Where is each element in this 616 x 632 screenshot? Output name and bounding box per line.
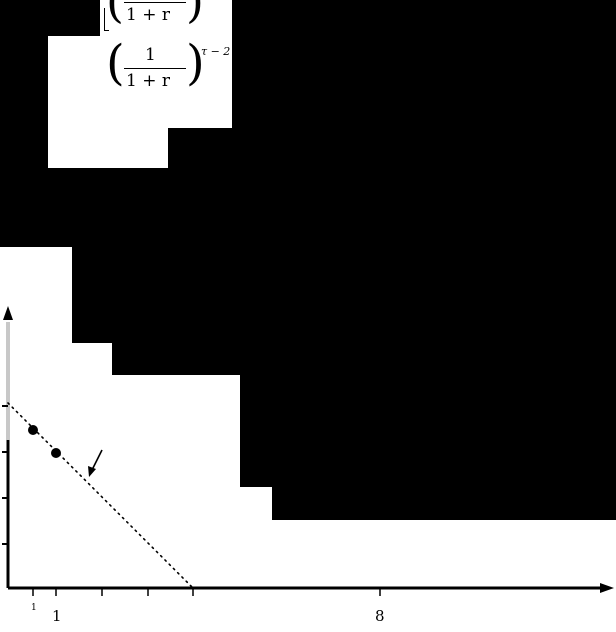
y-axis-arrow	[3, 306, 13, 320]
formula-bottom-denominator: 1 + r	[126, 71, 170, 91]
formula-panel-lower	[48, 36, 168, 168]
x-tick-label: 1	[31, 603, 37, 613]
dotted-line	[7, 402, 194, 589]
chart-panel-upper	[0, 247, 72, 347]
bracket-mark	[104, 8, 109, 31]
formula-bottom-numerator: 1	[145, 45, 156, 65]
chart-panel-lower	[0, 375, 240, 495]
fraction-bar-top	[124, 2, 186, 4]
fraction-bar-bottom	[124, 68, 186, 70]
data-point	[28, 425, 38, 435]
chart-panel-base	[0, 520, 616, 632]
formula-top-denominator: 1 + r	[126, 5, 170, 25]
x-tick-label: 8	[375, 607, 385, 625]
annotation-arrowhead	[88, 466, 96, 477]
left-paren-bottom: (	[106, 35, 125, 91]
data-point	[51, 448, 61, 458]
right-paren-top: )	[186, 0, 204, 28]
x-tick-label: 1	[52, 607, 62, 625]
right-paren-bottom: )	[186, 35, 205, 91]
annotation-arrow	[91, 449, 103, 471]
left-paren-top: (	[106, 0, 124, 28]
x-axis-arrow	[600, 583, 614, 593]
formula-bottom-exponent: τ − 2	[201, 45, 231, 58]
